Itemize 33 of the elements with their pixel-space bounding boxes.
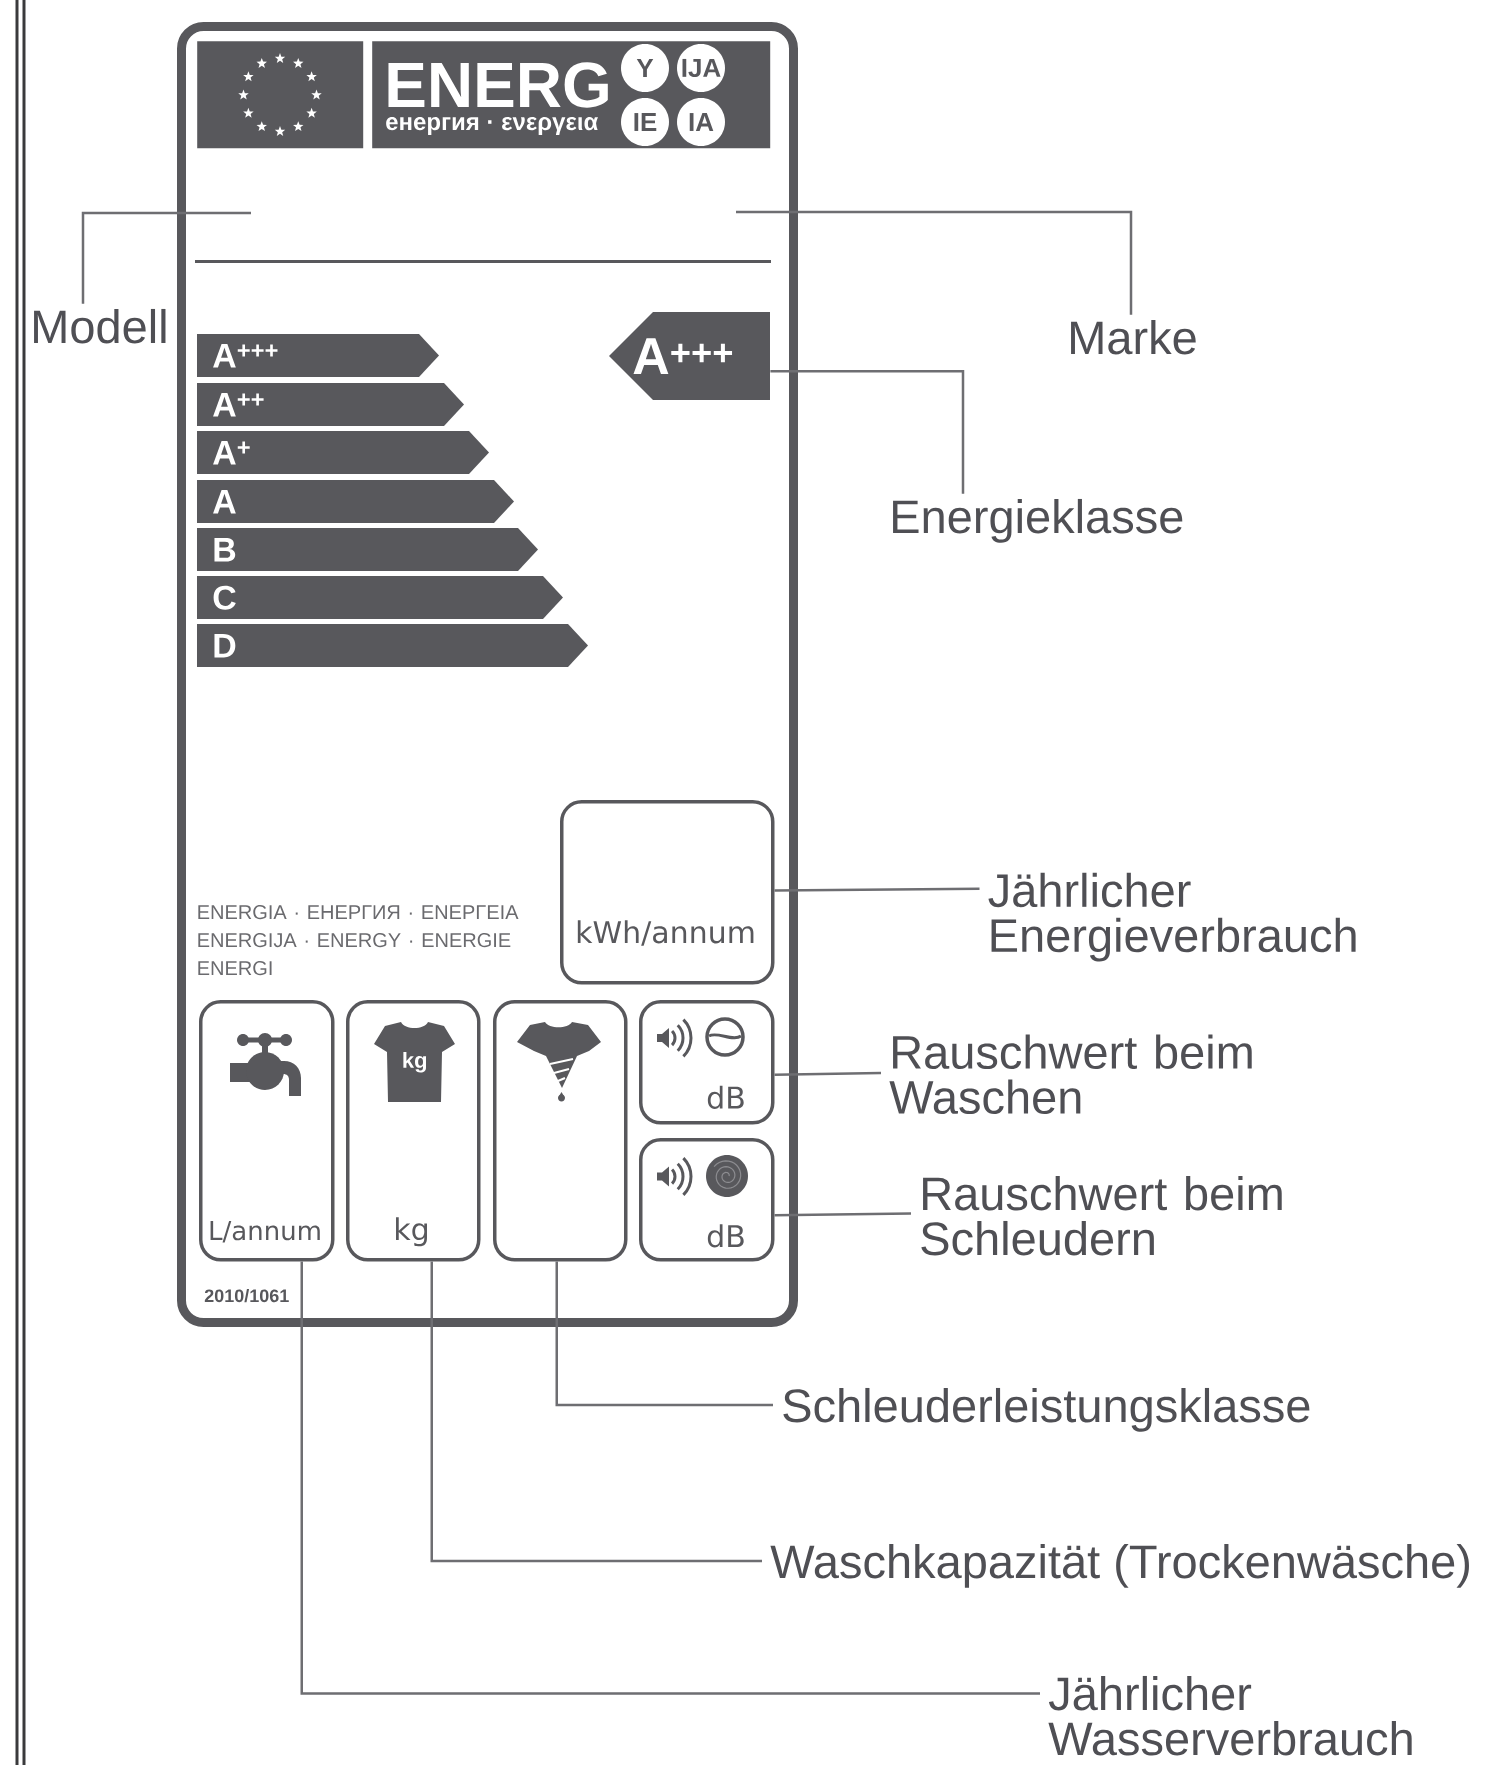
class-bar: D <box>197 624 588 667</box>
callout-label: Rauschwert beim Waschen <box>889 1034 1252 1115</box>
leader-line <box>774 887 980 892</box>
callout-label: Marke <box>1071 319 1196 355</box>
language-text: ENERGIA · ЕНЕРГИЯ · ΕΝΕΡΓΕΙΑ ENERGIJA · ENERGY · ENERGIE ENERGI <box>198 905 519 976</box>
leader-line <box>774 1212 911 1217</box>
leader-line <box>430 1261 762 1563</box>
value-box <box>493 1000 628 1262</box>
leader-line <box>81 211 251 304</box>
class-bar: C <box>197 576 563 619</box>
leader-line <box>300 1261 1040 1695</box>
leader-line <box>555 1261 773 1407</box>
value-box: dB <box>639 1000 775 1125</box>
value-box: L/annum <box>199 1000 335 1262</box>
regulation-number: 2010/1061 <box>204 1288 289 1303</box>
leader-line <box>774 1071 882 1076</box>
class-bar: A$^{+++}$ <box>197 334 439 377</box>
callout-label: Modell <box>34 308 166 344</box>
callout-label: Waschkapazität (Trockenwäsche) <box>770 1543 1469 1588</box>
leader-line <box>736 210 1133 315</box>
class-bar: B <box>197 528 538 571</box>
value-box: kWh/annum <box>560 800 775 985</box>
callout-label: Schleuderleistungsklasse <box>783 1387 1310 1432</box>
value-box: dB <box>639 1138 775 1262</box>
class-bar: A$^{++}$ <box>197 383 464 426</box>
class-bar: A <box>197 480 514 523</box>
callout-label: Energieklasse <box>893 498 1183 543</box>
callout-label: Jährlicher Energieverbrauch <box>988 872 1356 962</box>
callout-label: Jährlicher Wasserverbrauch <box>1048 1675 1412 1756</box>
leader-line <box>770 369 965 494</box>
callout-label: Rauschwert beim Schleudern <box>921 1175 1282 1256</box>
class-bar: A$^{+}$ <box>197 431 489 474</box>
flag-picture <box>197 41 364 149</box>
